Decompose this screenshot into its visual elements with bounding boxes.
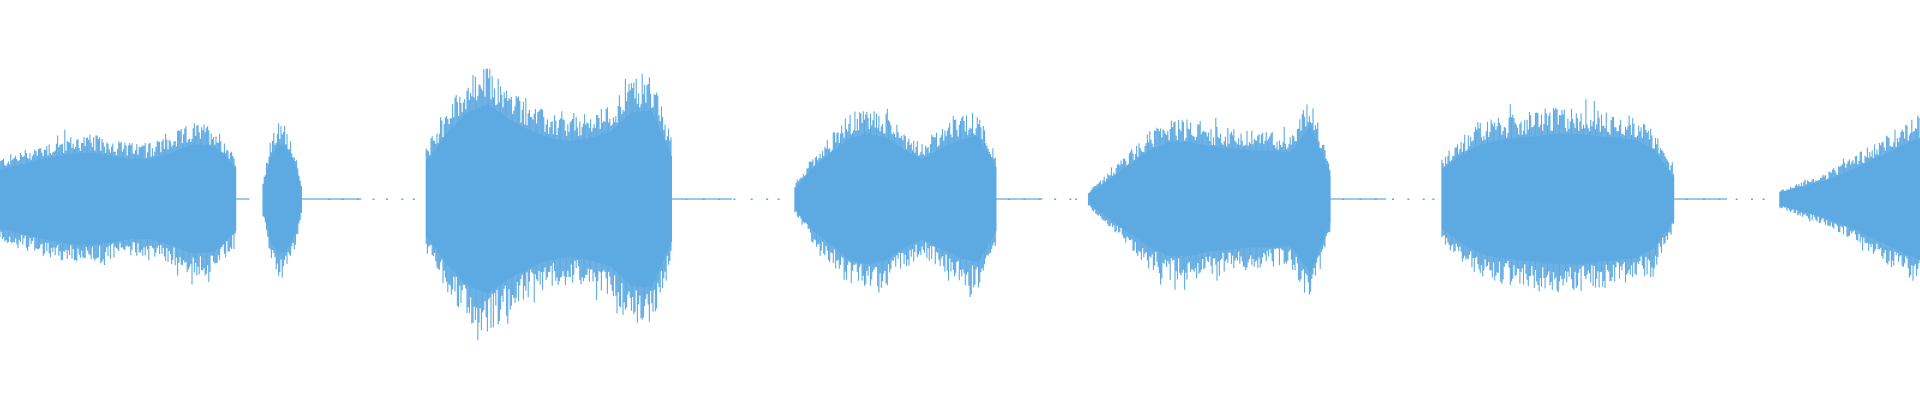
silence-dot (385, 198, 388, 200)
silence-dot (1718, 198, 1721, 200)
waveform-segment (262, 123, 302, 278)
silence-dot (1359, 198, 1362, 200)
silence-dot (1432, 198, 1435, 200)
silence-dot (1422, 198, 1425, 200)
waveform-segment (0, 123, 237, 285)
silence-dot (401, 198, 404, 200)
silence-dot (1069, 198, 1072, 200)
waveform-segment-core (1441, 133, 1675, 265)
waveform-segment (425, 68, 672, 340)
silence-dot (777, 198, 780, 200)
silence-dot (718, 198, 721, 200)
silence-dot (1407, 198, 1410, 200)
waveform-segment (1088, 104, 1331, 295)
silence-dot (357, 198, 360, 200)
silence-dot (1703, 198, 1705, 200)
silence-dot (1762, 198, 1765, 200)
silence-dot (750, 198, 753, 200)
waveform-segment-core (263, 144, 302, 254)
silence-dot (1075, 198, 1078, 200)
silence-dot (685, 198, 688, 200)
waveform-layer (0, 68, 1920, 340)
waveform-segment-core (0, 144, 237, 254)
waveform-segment (1779, 115, 1920, 281)
silence-dot (1023, 198, 1026, 200)
silence-dot (766, 198, 769, 200)
waveform-segment-core (794, 133, 997, 265)
silence-dot (1008, 198, 1010, 200)
silence-dot (341, 198, 344, 200)
silence-dot (1054, 198, 1057, 200)
silence-dot (1374, 198, 1377, 200)
silence-dot (1735, 198, 1738, 200)
silence-dot (1038, 198, 1041, 200)
waveform-segment (1441, 99, 1675, 293)
waveform-segment (794, 108, 997, 297)
silence-dot (733, 198, 736, 200)
silence-dot (372, 198, 375, 200)
waveform-segment-core (1088, 125, 1331, 273)
silence-dot (1342, 198, 1345, 200)
silence-dot (1751, 198, 1753, 200)
silence-dot (412, 198, 415, 200)
silence-dot (1685, 198, 1688, 200)
waveform-segment-core (426, 104, 672, 294)
silence-dot (1392, 198, 1394, 200)
silence-dot (328, 198, 331, 200)
waveform-segment-core (1779, 137, 1920, 261)
silence-dot (702, 198, 705, 200)
